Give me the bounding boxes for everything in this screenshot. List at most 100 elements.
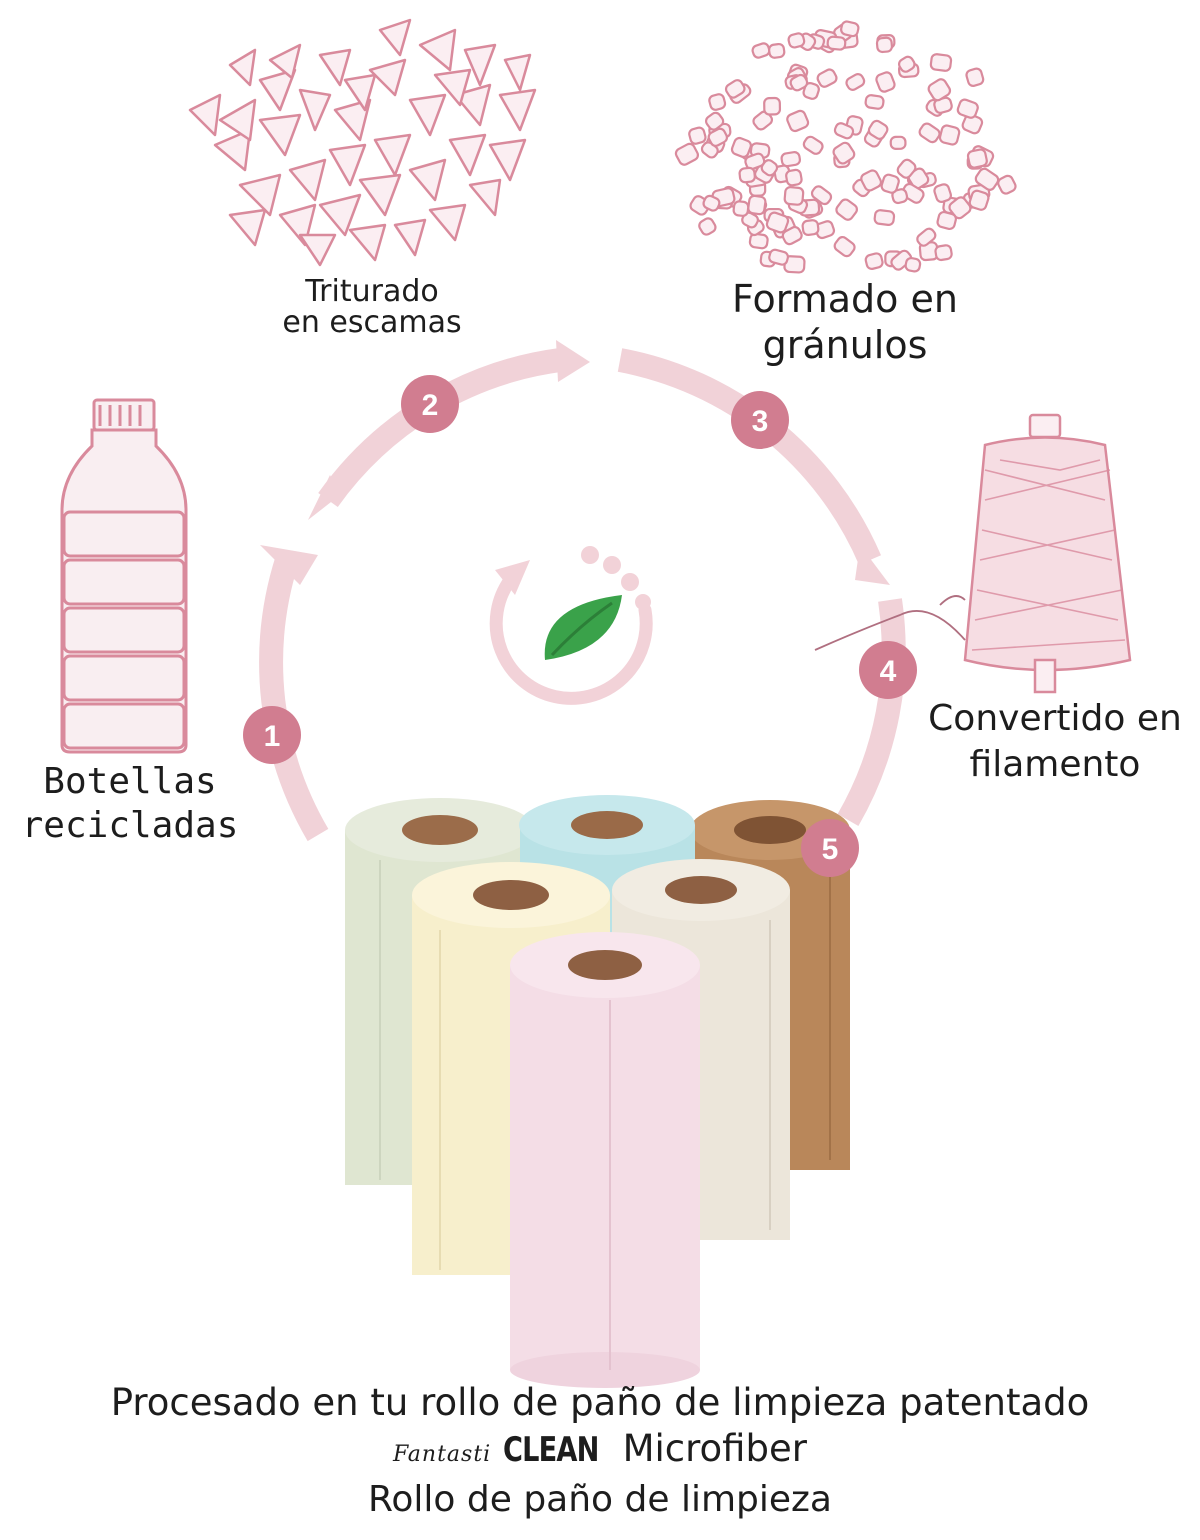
step-3-label: Formado en gránulos bbox=[680, 276, 1010, 368]
pellet bbox=[938, 124, 961, 146]
step-badge-5: 5 bbox=[801, 819, 859, 877]
bottle-icon bbox=[60, 398, 188, 754]
pellet bbox=[780, 151, 801, 168]
step-1-label: Botellas recicladas bbox=[0, 760, 260, 848]
pellet bbox=[801, 219, 820, 236]
step-1-label-line2: recicladas bbox=[21, 805, 239, 846]
step-1-label-line1: Botellas bbox=[43, 761, 217, 802]
step-4-label-line1: Convertido en bbox=[928, 698, 1182, 739]
step-badge-4: 4 bbox=[859, 641, 917, 699]
pellet bbox=[840, 20, 860, 38]
pellet bbox=[968, 189, 990, 211]
pellet bbox=[760, 159, 779, 177]
caption-line-3: Rollo de paño de limpieza bbox=[367, 1479, 832, 1520]
pellet bbox=[927, 78, 952, 102]
pellet bbox=[904, 257, 922, 273]
step-2-label-line2: en escamas bbox=[282, 305, 462, 340]
pellet bbox=[810, 185, 833, 206]
arrow-4-to-5 bbox=[837, 598, 906, 827]
recycle-leaf-icon bbox=[489, 546, 653, 705]
pellets-icon bbox=[674, 20, 1017, 274]
pellet bbox=[781, 225, 803, 246]
pellet bbox=[864, 252, 884, 270]
pellet bbox=[738, 166, 756, 184]
pellet bbox=[767, 42, 786, 59]
pellet bbox=[751, 42, 771, 59]
pellet bbox=[860, 169, 883, 192]
pellet bbox=[708, 93, 727, 111]
pellet bbox=[889, 135, 907, 150]
step-badge-2: 2 bbox=[401, 375, 459, 433]
pellet bbox=[802, 135, 824, 155]
pellet bbox=[763, 96, 782, 116]
pellet bbox=[835, 198, 858, 221]
pellet bbox=[765, 211, 790, 234]
caption-line-1: Procesado en tu rollo de paño de limpiez… bbox=[110, 1381, 1090, 1424]
pellet bbox=[789, 73, 809, 92]
pellet bbox=[936, 210, 957, 231]
pellet bbox=[787, 32, 806, 49]
svg-text:3: 3 bbox=[752, 405, 769, 438]
svg-text:5: 5 bbox=[822, 833, 839, 866]
pellet bbox=[896, 158, 917, 179]
paper-rolls-image bbox=[345, 795, 850, 1388]
pellet bbox=[918, 122, 941, 144]
spool-icon bbox=[814, 413, 1132, 694]
pellet bbox=[965, 67, 985, 87]
pellet bbox=[768, 248, 790, 266]
pellet bbox=[688, 126, 707, 145]
caption: Procesado en tu rollo de paño de limpiez… bbox=[0, 1380, 1200, 1522]
pellet bbox=[732, 200, 750, 217]
pellet bbox=[816, 68, 838, 88]
step-2-label: Triturado en escamas bbox=[212, 276, 532, 338]
pellet bbox=[833, 122, 855, 140]
pellet bbox=[875, 71, 896, 93]
pellet bbox=[744, 152, 766, 171]
pellet bbox=[880, 173, 900, 194]
brand-rest: Microfiber bbox=[610, 1427, 807, 1470]
step-badge-1: 1 bbox=[243, 706, 301, 764]
pellet bbox=[929, 53, 953, 72]
pellet bbox=[698, 217, 717, 236]
arrow-1-to-2 bbox=[259, 556, 329, 842]
svg-text:2: 2 bbox=[422, 389, 439, 422]
flakes-icon bbox=[188, 18, 537, 267]
svg-text:4: 4 bbox=[880, 655, 897, 688]
pellet bbox=[730, 136, 752, 158]
pellet bbox=[897, 55, 916, 73]
step-4-label-line2: filamento bbox=[969, 744, 1141, 785]
brand-script: Fantasti bbox=[393, 1442, 492, 1467]
step-3-label-line1: Formado en bbox=[732, 277, 958, 321]
pellet bbox=[786, 109, 810, 133]
pellet bbox=[966, 148, 988, 169]
brand-name: Fantasti CLEAN Microfiber bbox=[0, 1426, 1200, 1478]
pellet bbox=[833, 235, 856, 258]
brand-strong: CLEAN bbox=[503, 1430, 599, 1470]
pellet bbox=[873, 209, 896, 227]
step-4-label: Convertido en filamento bbox=[905, 696, 1200, 788]
pellet bbox=[867, 119, 889, 140]
pellet bbox=[704, 111, 725, 131]
pellet bbox=[785, 168, 803, 187]
pellet bbox=[826, 35, 847, 51]
pellet bbox=[724, 79, 746, 99]
pellet bbox=[674, 142, 700, 166]
pellet bbox=[845, 73, 866, 91]
pellet bbox=[747, 194, 767, 216]
pellet bbox=[802, 81, 820, 100]
pellet bbox=[864, 94, 885, 110]
pellet bbox=[875, 36, 894, 54]
pellet bbox=[783, 186, 805, 206]
pellet bbox=[956, 98, 979, 119]
pellet bbox=[707, 127, 729, 147]
arrow-3-to-4 bbox=[617, 348, 882, 565]
step-2-label-line1: Triturado bbox=[305, 274, 439, 309]
pellet bbox=[702, 194, 721, 212]
pellet bbox=[748, 232, 769, 250]
pellet bbox=[974, 167, 1000, 191]
svg-text:1: 1 bbox=[264, 720, 281, 753]
pellet bbox=[933, 183, 952, 203]
pellet bbox=[934, 244, 953, 262]
pellet bbox=[997, 174, 1017, 195]
